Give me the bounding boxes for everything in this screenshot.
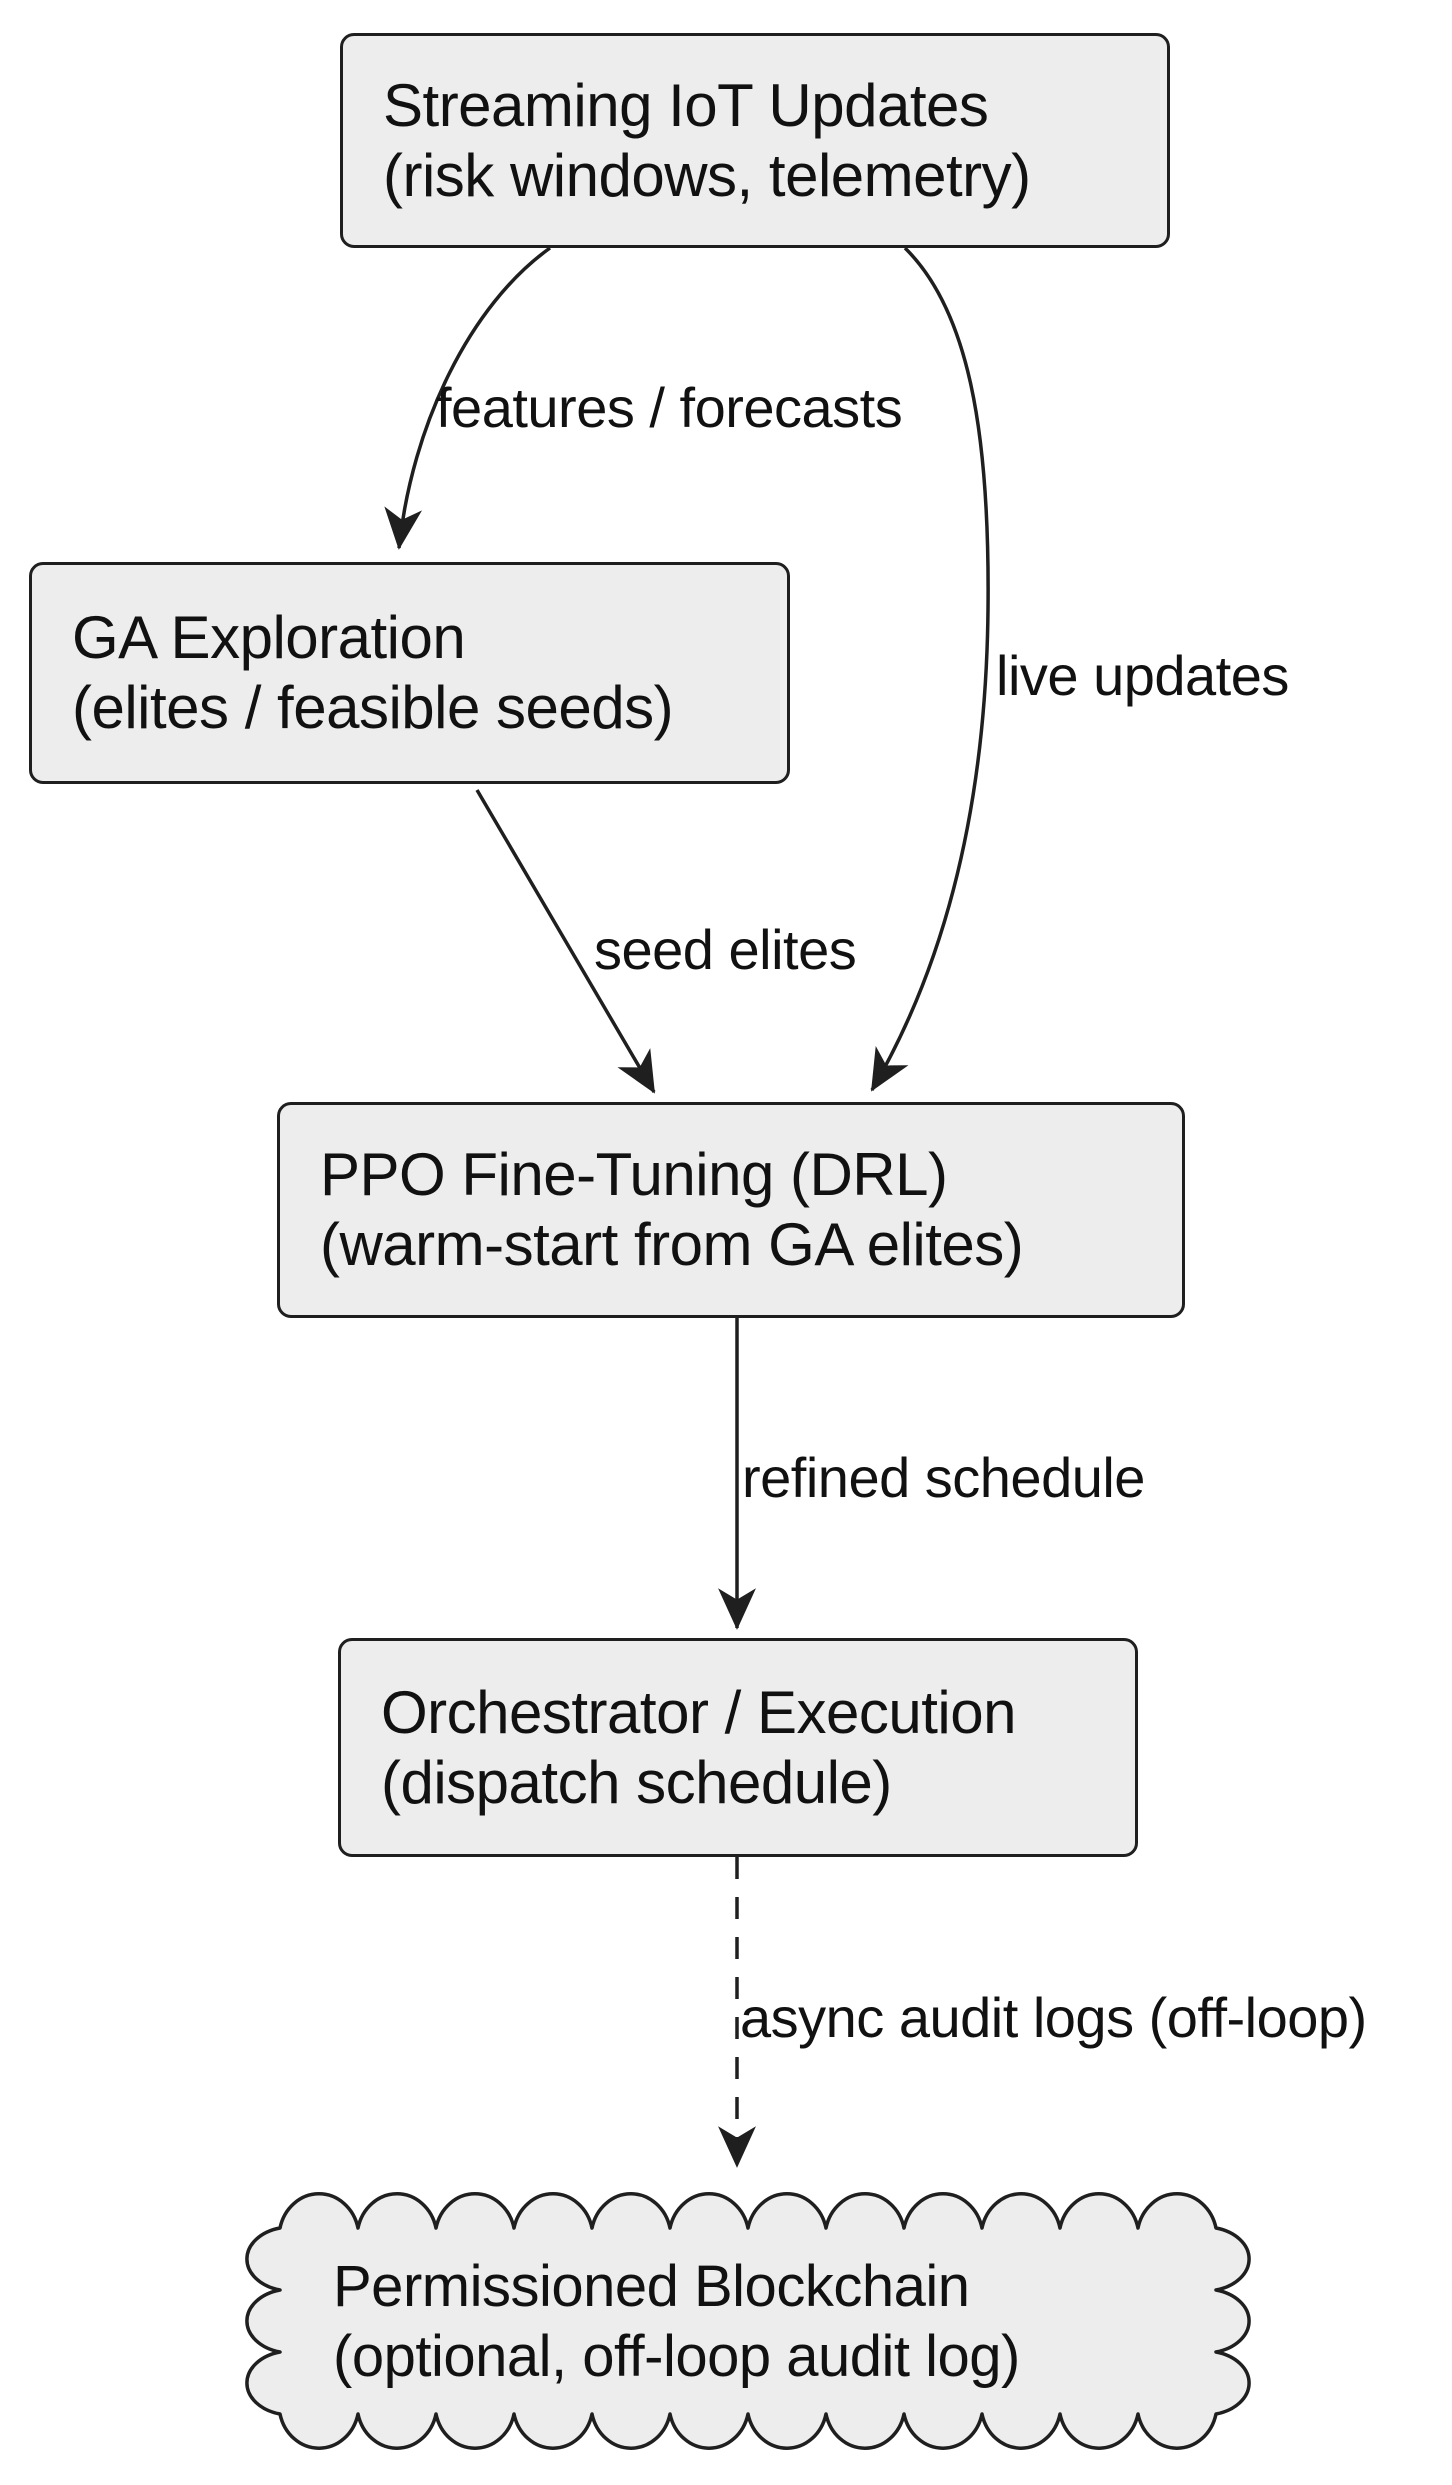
node-streaming-iot-line1: Streaming IoT Updates bbox=[383, 71, 989, 139]
node-blockchain-line1: Permissioned Blockchain bbox=[333, 2254, 970, 2319]
node-blockchain-line2: (optional, off-loop audit log) bbox=[333, 2324, 1020, 2389]
node-permissioned-blockchain-cloud bbox=[245, 2192, 1251, 2450]
edge-features-forecasts bbox=[384, 246, 552, 550]
node-ppo-fine-tuning-line2: (warm-start from GA elites) bbox=[320, 1211, 1024, 1278]
node-ga-exploration-line1: GA Exploration bbox=[72, 604, 466, 671]
node-ga-exploration: GA Exploration (elites / feasible seeds) bbox=[29, 562, 790, 784]
node-ga-exploration-line2: (elites / feasible seeds) bbox=[72, 674, 674, 741]
node-streaming-iot-updates: Streaming IoT Updates (risk windows, tel… bbox=[340, 33, 1170, 248]
node-permissioned-blockchain-label: Permissioned Blockchain (optional, off-l… bbox=[333, 2252, 1020, 2392]
node-orchestrator-line2: (dispatch schedule) bbox=[381, 1748, 892, 1816]
node-ppo-fine-tuning-line1: PPO Fine-Tuning (DRL) bbox=[320, 1141, 948, 1208]
node-orchestrator-line1: Orchestrator / Execution bbox=[381, 1678, 1016, 1746]
edge-live-updates bbox=[870, 246, 990, 1092]
edge-label-refined-schedule: refined schedule bbox=[742, 1446, 1145, 1509]
edge-label-live-updates: live updates bbox=[996, 644, 1289, 707]
edge-label-async-audit-logs: async audit logs (off-loop) bbox=[740, 1986, 1367, 2049]
node-streaming-iot-line2: (risk windows, telemetry) bbox=[383, 141, 1031, 209]
edge-label-seed-elites: seed elites bbox=[594, 918, 857, 981]
edge-label-features-forecasts: features / forecasts bbox=[436, 376, 903, 439]
node-orchestrator-execution: Orchestrator / Execution (dispatch sched… bbox=[338, 1638, 1138, 1857]
edge-seed-elites bbox=[475, 789, 656, 1094]
node-ppo-fine-tuning: PPO Fine-Tuning (DRL) (warm-start from G… bbox=[277, 1102, 1185, 1318]
